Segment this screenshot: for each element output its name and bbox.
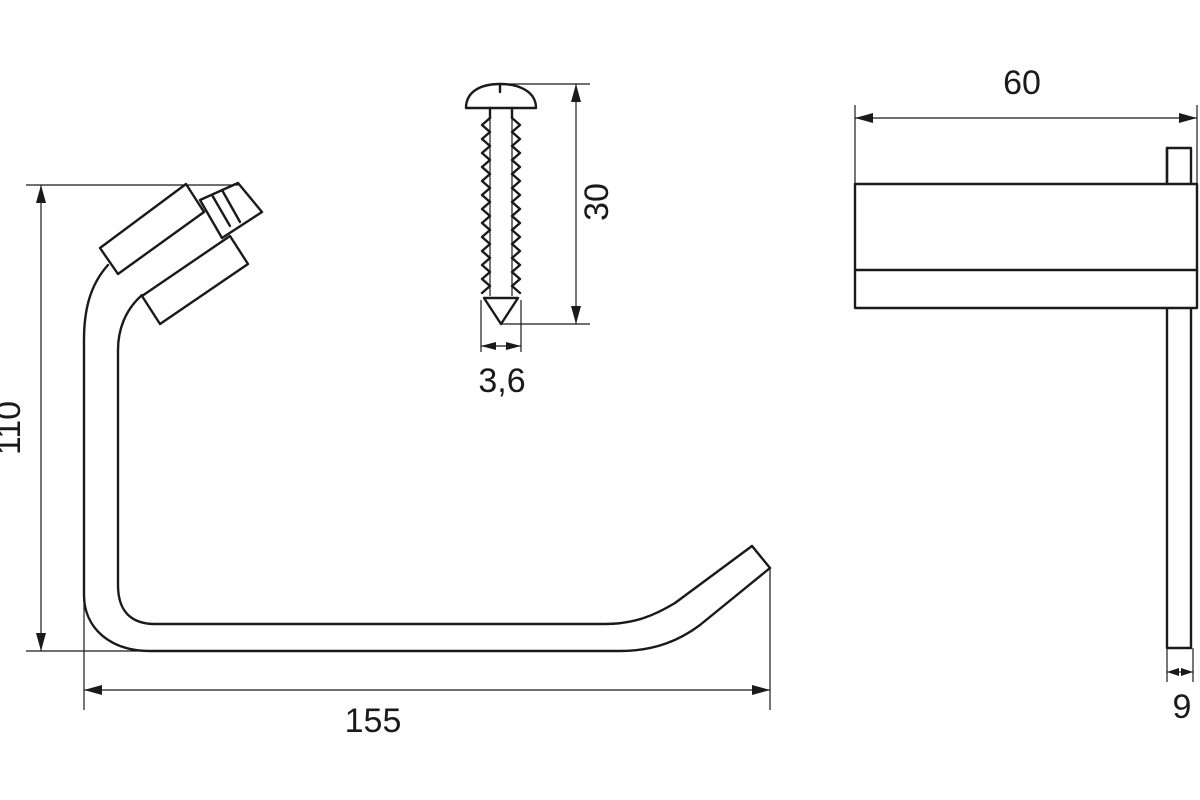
dimension-110: 110 [0,184,238,652]
mount-block-upper [98,182,206,276]
arrow-right [506,342,521,350]
arrow-left [481,342,496,350]
arrow-up [36,185,46,203]
dim-label-155: 155 [345,702,402,740]
holder-stub [198,181,264,240]
holder-stub-groove-1 [210,193,232,228]
dimension-9: 9 [1166,648,1194,726]
arrow-up [571,84,581,102]
side-plate [853,182,1199,310]
holder-front-view [82,181,772,653]
holder-rod-outer [82,263,772,653]
arrow-right [1181,668,1193,676]
screw-tip [482,296,520,326]
screw-thread-left [480,116,492,295]
dim-label-3-6: 3,6 [478,362,525,400]
dimension-155: 155 [83,568,771,740]
dim-label-110: 110 [0,401,28,455]
dimension-30: 30 [500,83,616,325]
arrow-left [855,113,873,123]
dimension-60: 60 [854,64,1198,184]
holder-rod-inner [116,293,754,626]
arrow-down [36,633,46,651]
screw-neck [488,106,514,120]
screw [464,82,538,326]
arrow-right [752,685,770,695]
dimension-3-6: 3,6 [478,300,526,400]
arrow-left [84,685,102,695]
dim-label-60: 60 [1003,64,1041,102]
dim-label-30: 30 [578,183,616,221]
holder-side-view [853,146,1199,650]
holder-stub-groove-2 [220,188,242,224]
arrow-down [571,306,581,324]
holder-rod-end [750,544,772,570]
screw-thread-right [510,116,522,295]
mount-block-lower [140,234,250,326]
arrow-right [1179,113,1197,123]
dim-label-9: 9 [1173,688,1192,726]
arrow-left [1167,668,1179,676]
